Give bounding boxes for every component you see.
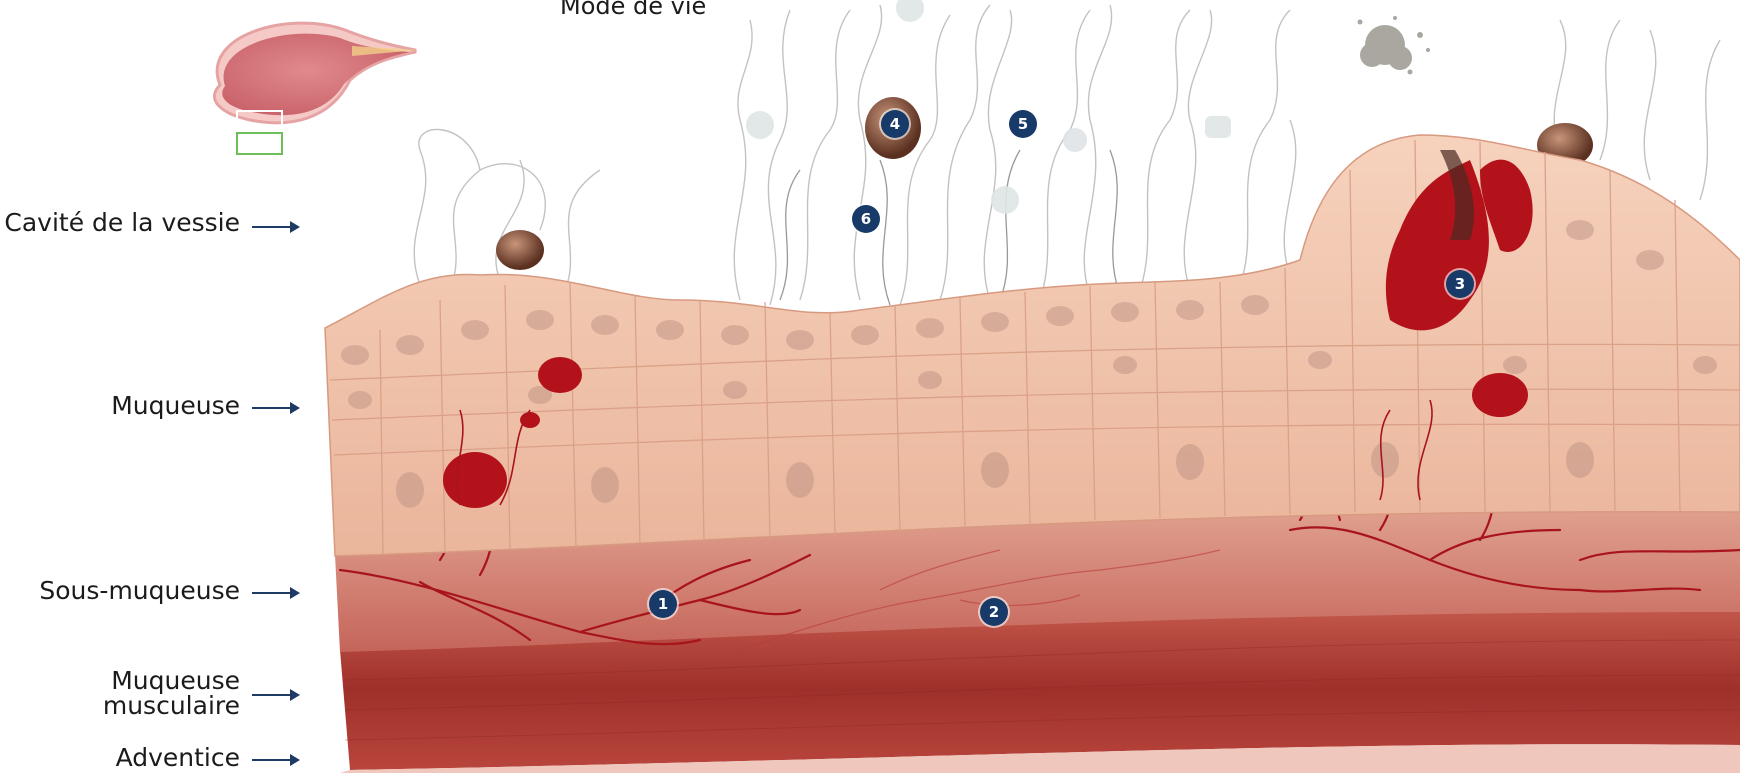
marker-6[interactable]: 6 [852,205,880,233]
arrow-adventice [252,759,298,761]
label-adventice: Adventice [116,745,240,770]
bladder-thumbnail [214,23,418,154]
marker-1[interactable]: 1 [649,590,677,618]
marker-2[interactable]: 2 [980,598,1008,626]
top-label: Mode de vie [560,0,706,20]
label-cavite: Cavité de la vessie [4,210,240,235]
label-musculaire-line1: Muqueuse [103,668,240,693]
arrow-muqueuse [252,407,298,409]
label-musculaire: Muqueuse musculaire [103,668,240,718]
label-sous-muqueuse-text: Sous-muqueuse [39,578,240,603]
arrow-cavite [252,226,298,228]
label-musculaire-line2: musculaire [103,693,240,718]
label-muqueuse-text: Muqueuse [111,393,240,418]
crystal-cluster [1358,16,1431,75]
label-cavite-text: Cavité de la vessie [4,210,240,235]
marker-4[interactable]: 4 [881,110,909,138]
arrow-sous-muqueuse [252,592,298,594]
label-sous-muqueuse: Sous-muqueuse [39,578,240,603]
marker-5[interactable]: 5 [1009,110,1037,138]
marker-3[interactable]: 3 [1446,270,1474,298]
label-adventice-text: Adventice [116,745,240,770]
label-muqueuse: Muqueuse [111,393,240,418]
arrow-musculaire [252,694,298,696]
